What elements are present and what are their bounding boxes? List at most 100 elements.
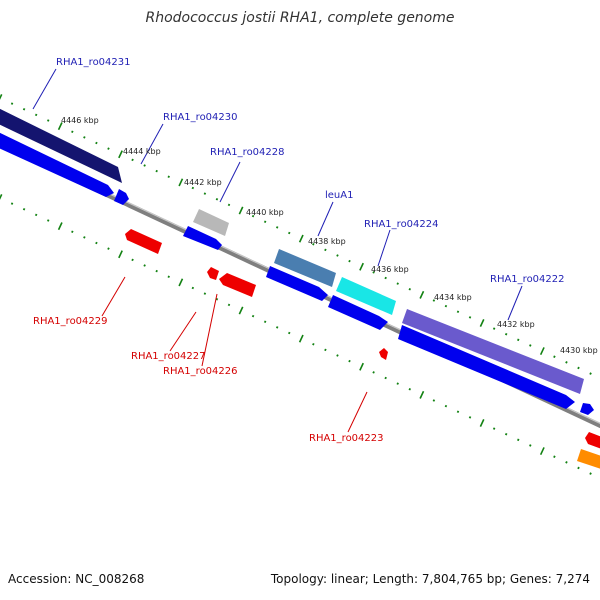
minor-tick bbox=[553, 455, 556, 459]
minor-tick bbox=[324, 248, 327, 252]
minor-tick bbox=[227, 203, 231, 207]
tick-labels: 4446 kbp 4444 kbp 4442 kbp 4440 kbp 4438… bbox=[61, 116, 598, 355]
cds-next-arrow[interactable] bbox=[580, 403, 594, 415]
minor-tick bbox=[492, 327, 496, 330]
minor-tick bbox=[131, 258, 134, 262]
cds-ro04228-arrow[interactable] bbox=[183, 226, 222, 250]
minor-tick bbox=[517, 338, 520, 342]
minor-tick bbox=[312, 242, 315, 246]
minor-tick bbox=[143, 164, 146, 167]
major-tick bbox=[238, 206, 244, 215]
minor-tick bbox=[95, 141, 98, 145]
gene-label-ro04228[interactable]: RHA1_ro04228 bbox=[210, 147, 285, 158]
tick-label: 4442 kbp bbox=[184, 178, 222, 187]
gene-label-leuA1[interactable]: leuA1 bbox=[325, 190, 353, 201]
minor-tick bbox=[191, 286, 195, 290]
minor-tick bbox=[444, 404, 448, 408]
minor-tick bbox=[372, 271, 375, 274]
minor-tick bbox=[468, 416, 472, 419]
cds-reverse-edge-arrow[interactable] bbox=[585, 432, 600, 452]
tick-label: 4444 kbp bbox=[123, 147, 161, 156]
minor-tick bbox=[155, 269, 158, 273]
minor-tick bbox=[22, 207, 26, 211]
minor-tick bbox=[203, 192, 207, 195]
gene-label-ro04227[interactable]: RHA1_ro04227 bbox=[131, 351, 206, 362]
gene-ro04224-bar[interactable] bbox=[336, 277, 396, 315]
cds-leuA1-arrow[interactable] bbox=[266, 266, 328, 301]
minor-tick bbox=[203, 292, 207, 295]
minor-tick bbox=[34, 113, 38, 117]
minor-tick bbox=[384, 376, 387, 380]
gene-label-ro04230[interactable]: RHA1_ro04230 bbox=[163, 112, 238, 123]
reverse-leader-lines bbox=[101, 276, 368, 433]
minor-tick bbox=[348, 259, 351, 263]
minor-tick bbox=[456, 410, 460, 414]
minor-tick bbox=[492, 427, 496, 430]
cds-ro04229-arrow[interactable] bbox=[125, 229, 162, 254]
forward-gene-labels: RHA1_ro04231 RHA1_ro04230 RHA1_ro04228 l… bbox=[56, 57, 565, 285]
gene-label-ro04222[interactable]: RHA1_ro04222 bbox=[490, 274, 565, 285]
gene-ro04231-bar[interactable] bbox=[0, 104, 122, 183]
gene-label-ro04226[interactable]: RHA1_ro04226 bbox=[163, 366, 238, 377]
minor-tick bbox=[215, 197, 219, 201]
cds-ro04231-arrow[interactable] bbox=[0, 128, 114, 197]
major-tick bbox=[118, 250, 123, 259]
minor-tick bbox=[553, 355, 556, 359]
gene-label-ro04231[interactable]: RHA1_ro04231 bbox=[56, 57, 131, 68]
minor-tick bbox=[589, 372, 592, 375]
minor-tick bbox=[288, 331, 291, 335]
major-tick bbox=[238, 306, 244, 315]
minor-tick bbox=[589, 472, 592, 475]
minor-tick bbox=[432, 299, 436, 302]
minor-tick bbox=[504, 332, 508, 336]
minor-tick bbox=[275, 326, 279, 329]
major-tick bbox=[57, 222, 63, 231]
gene-leuA1-bar[interactable] bbox=[274, 249, 336, 287]
major-tick bbox=[479, 319, 485, 327]
cds-ro04226-arrow[interactable] bbox=[219, 273, 256, 297]
major-tick bbox=[419, 390, 425, 399]
gene-label-ro04229[interactable]: RHA1_ro04229 bbox=[33, 316, 108, 327]
minor-tick bbox=[336, 354, 339, 357]
minor-tick bbox=[167, 275, 170, 279]
major-tick bbox=[0, 194, 3, 200]
major-tick bbox=[298, 334, 304, 343]
minor-tick bbox=[83, 236, 86, 239]
cds-ro04227-arrow[interactable] bbox=[207, 267, 219, 280]
minor-tick bbox=[312, 342, 315, 346]
cds-ro04224-arrow[interactable] bbox=[328, 295, 388, 330]
major-tick bbox=[298, 234, 304, 243]
major-tick bbox=[539, 347, 545, 356]
cds-ro04222-arrow[interactable] bbox=[398, 325, 575, 409]
minor-tick bbox=[408, 387, 412, 391]
minor-tick bbox=[468, 316, 472, 319]
tick-label: 4436 kbp bbox=[371, 265, 409, 274]
minor-tick bbox=[444, 304, 448, 308]
minor-tick bbox=[46, 219, 50, 222]
minor-tick bbox=[191, 186, 195, 190]
cds-ro04230-arrow[interactable] bbox=[114, 189, 129, 205]
gene-ro04222-bar[interactable] bbox=[402, 309, 584, 394]
gene-ro04228-bar[interactable] bbox=[193, 209, 229, 236]
accession-text: Accession: NC_008268 bbox=[8, 572, 145, 586]
major-tick bbox=[118, 150, 123, 159]
minor-tick bbox=[46, 119, 50, 122]
gene-label-ro04224[interactable]: RHA1_ro04224 bbox=[364, 219, 439, 230]
minor-tick bbox=[348, 359, 351, 363]
forward-tick-line bbox=[0, 94, 592, 375]
genome-title: Rhodococcus jostii RHA1, complete genome bbox=[145, 10, 455, 26]
minor-tick bbox=[517, 438, 520, 442]
major-tick bbox=[178, 178, 184, 187]
minor-tick bbox=[95, 241, 98, 245]
reverse-gene-labels: RHA1_ro04229 RHA1_ro04227 RHA1_ro04226 R… bbox=[33, 316, 384, 444]
major-tick bbox=[359, 262, 364, 271]
tick-label: 4434 kbp bbox=[434, 293, 472, 302]
minor-tick bbox=[10, 102, 14, 105]
major-tick bbox=[178, 278, 184, 287]
cds-ro04223-arrow[interactable] bbox=[379, 348, 388, 360]
gene-label-ro04223[interactable]: RHA1_ro04223 bbox=[309, 433, 384, 444]
gene-orange-edge-bar[interactable] bbox=[577, 449, 600, 472]
tick-label: 4438 kbp bbox=[308, 237, 346, 246]
topology-text: Topology: linear; Length: 7,804,765 bp; … bbox=[270, 572, 590, 586]
